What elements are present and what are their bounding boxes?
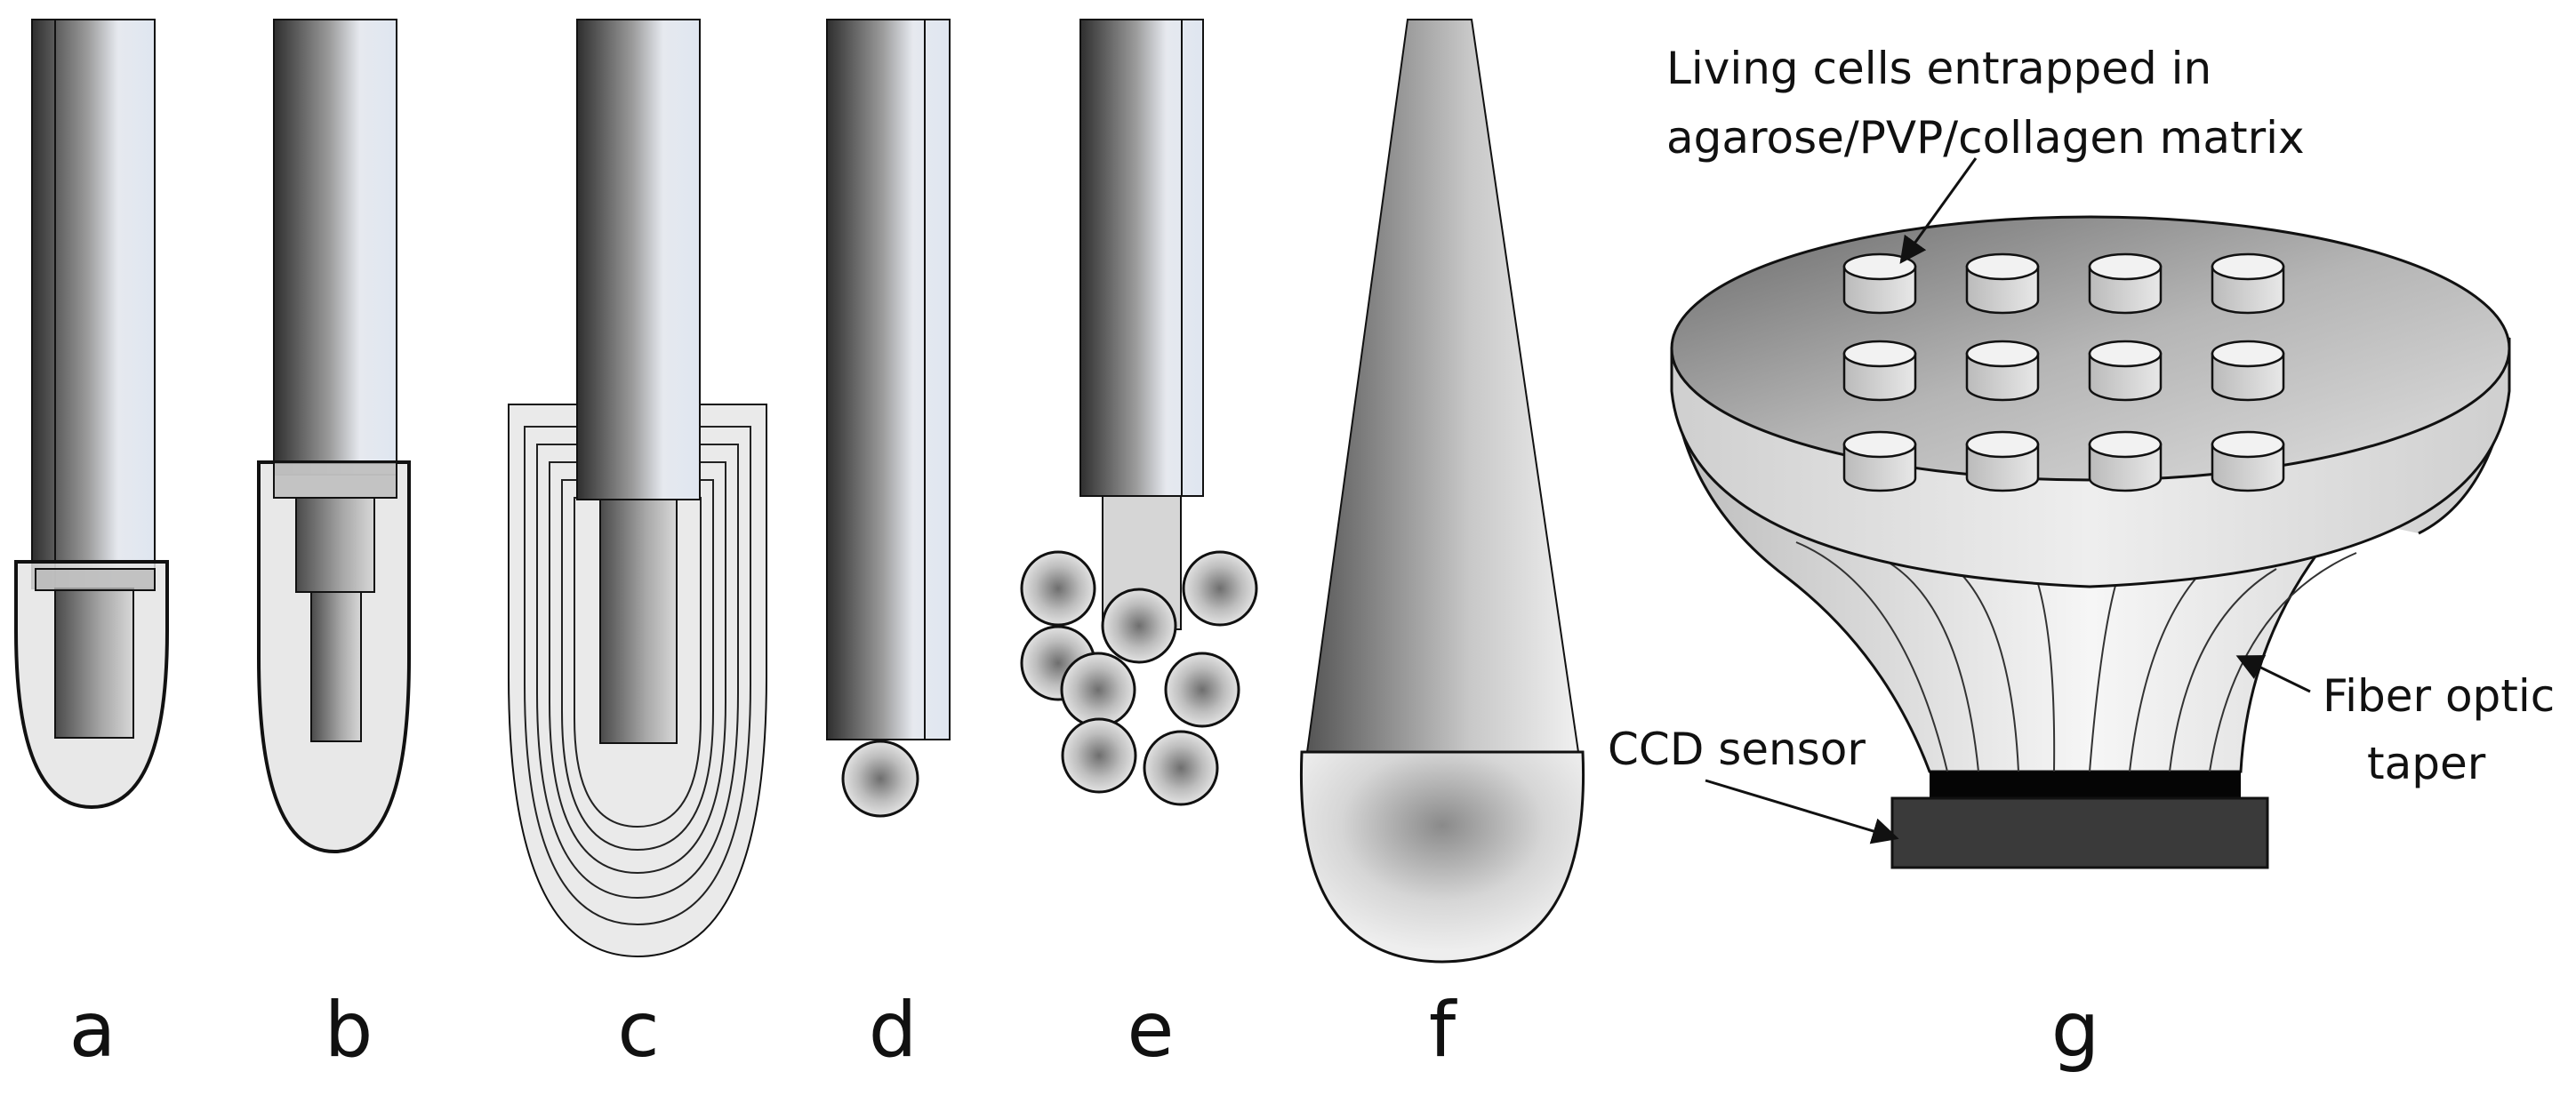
panel-a-fiber (31, 19, 156, 589)
panel-label-b: b (325, 986, 373, 1075)
cell-well-top (1965, 430, 2040, 459)
cell-well (1842, 252, 1917, 315)
panel-g-ccd-sensor (1890, 796, 2269, 869)
panel-e-bead (1060, 652, 1136, 728)
panel-g-cells-arrow (1899, 157, 1978, 264)
panel-a-probe (14, 19, 169, 810)
cell-well (1965, 340, 2040, 402)
cell-well-top (2211, 430, 2285, 459)
cell-well-top (1965, 252, 2040, 281)
cell-well-top (2088, 252, 2163, 281)
panel-e-bead (1182, 550, 1258, 627)
cell-well-top (2211, 340, 2285, 368)
taper-annotation-line2: taper (2367, 738, 2486, 789)
panel-f-tapered-fiber (1305, 19, 1580, 753)
panel-g-ccd-arrow (1705, 779, 1899, 844)
cell-well-top (1842, 430, 1917, 459)
panel-c-inner-core (599, 499, 678, 744)
panel-g-imaging-fiber-bundle (1670, 157, 2511, 869)
cell-well-top (2088, 340, 2163, 368)
panel-g-taper-arrow (2235, 655, 2311, 693)
cell-well-top (2088, 430, 2163, 459)
panel-f-dome-tip (1299, 750, 1585, 964)
cell-well (1842, 340, 1917, 402)
panel-b-fiber (273, 19, 397, 476)
cell-well-top (1842, 252, 1917, 281)
panel-f-probe (1299, 19, 1585, 964)
cell-well (2211, 340, 2285, 402)
cells-annotation-line1: Living cells entrapped in (1666, 43, 2211, 94)
panel-d-bead (841, 740, 919, 818)
panel-g-cell-wells (1842, 252, 2285, 492)
panel-d-fiber (826, 19, 951, 740)
panel-c-layers (524, 426, 751, 926)
cell-well (2211, 430, 2285, 492)
cell-well (2088, 340, 2163, 402)
panel-e-fiber (1079, 19, 1204, 497)
cell-well (1842, 430, 1917, 492)
cell-well-top (1842, 340, 1917, 368)
panel-label-f: f (1429, 986, 1457, 1075)
cell-well (2088, 430, 2163, 492)
panel-e-bead (1061, 717, 1137, 794)
cells-annotation-line2: agarose/PVP/collagen matrix (1666, 112, 2305, 164)
panel-e-beads (1020, 550, 1258, 806)
panel-c-fiber (576, 19, 701, 500)
panel-a-inner-core (54, 588, 134, 739)
panel-b-step (295, 497, 375, 593)
panel-d-probe (826, 19, 951, 818)
panel-c-probe (508, 19, 767, 958)
cell-well (1965, 252, 2040, 315)
panel-e-probe (1020, 19, 1258, 806)
cell-well (1965, 430, 2040, 492)
panel-e-bead (1101, 588, 1177, 664)
panel-g-ccd-active-layer (1930, 772, 2241, 798)
panel-b-probe (257, 19, 411, 854)
cell-well-top (1965, 340, 2040, 368)
panel-g-fiber-strands (1795, 541, 2357, 772)
panel-label-e: e (1128, 986, 1175, 1075)
panel-b-band (273, 461, 397, 499)
panel-label-g: g (2051, 986, 2100, 1075)
panel-e-bead (1164, 652, 1240, 728)
cell-well (2211, 252, 2285, 315)
panel-label-a: a (69, 986, 116, 1075)
cell-well (2088, 252, 2163, 315)
panel-e-bead (1143, 730, 1219, 806)
taper-annotation-line1: Fiber optic (2323, 670, 2555, 722)
panel-label-c: c (617, 986, 659, 1075)
panel-label-d: d (869, 986, 918, 1075)
ccd-sensor-annotation: CCD sensor (1608, 724, 1866, 775)
panel-b-narrow-tip (310, 591, 362, 742)
panel-e-bead (1020, 550, 1096, 627)
panel-a-core-band (35, 568, 156, 591)
cell-well-top (2211, 252, 2285, 281)
